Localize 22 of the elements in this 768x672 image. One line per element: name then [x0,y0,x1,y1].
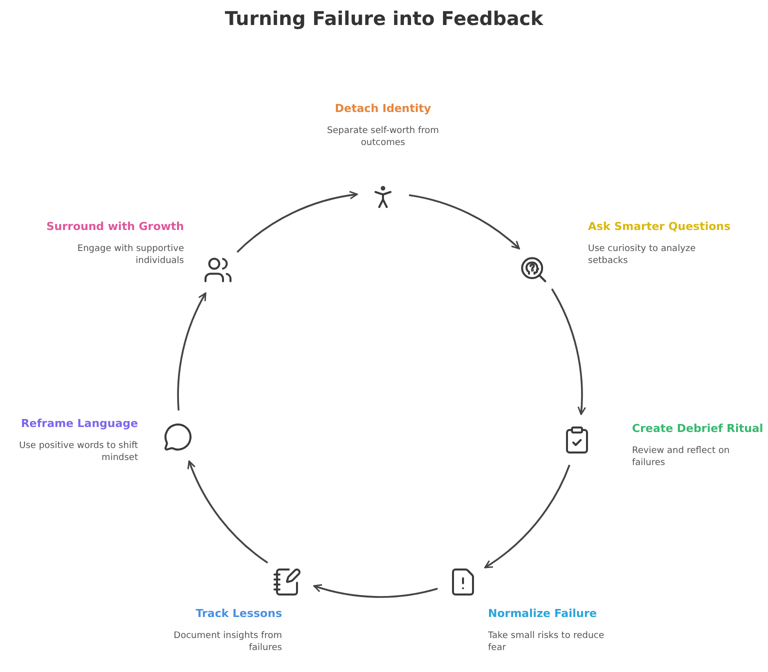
step-heading: Ask Smarter Questions [588,220,732,233]
step-description: Use curiosity to analyze setbacks [588,243,697,267]
step-heading: Create Debrief Ritual [632,422,764,435]
step-description: Take small risks to reduce fear [488,630,606,654]
step-description: Review and reflect on failures [632,445,731,469]
arrow [177,292,206,410]
arrow [188,460,268,564]
arrow [236,191,358,253]
arrow [551,288,586,416]
step-heading: Track Lessons [194,607,282,620]
step-heading: Normalize Failure [488,607,598,620]
step-heading: Detach Identity [334,102,432,115]
arrow [313,584,438,598]
step-description: Use positive words to shift mindset [18,440,138,464]
step-description: Document insights from failures [172,630,282,654]
arrow [408,194,520,250]
step-heading: Reframe Language [20,417,138,430]
step-heading: Surround with Growth [45,220,184,233]
arrow [484,464,570,568]
step-description: Separate self-worth from outcomes [326,125,440,149]
step-description: Engage with supportive individuals [76,243,184,267]
diagram-title: Turning Failure into Feedback [224,8,544,30]
